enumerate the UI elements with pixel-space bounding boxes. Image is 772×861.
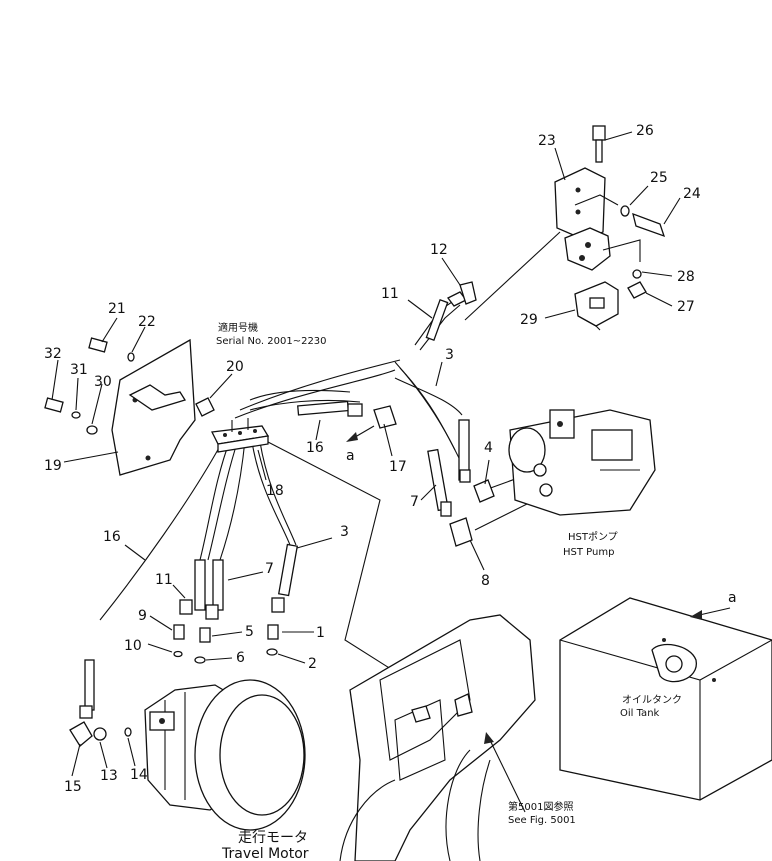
callout-2: 2 xyxy=(308,656,317,672)
callout-7a: 7 xyxy=(410,494,419,510)
text-labels: 適用号機 Serial No. 2001~2230 HSTポンプ HST Pum… xyxy=(216,321,737,861)
callout-4: 4 xyxy=(484,440,493,456)
serial-note-en: Serial No. 2001~2230 xyxy=(216,336,327,347)
callout-numbers: 26 23 25 24 12 28 11 27 21 29 22 32 3 20… xyxy=(44,123,701,795)
view-a-label-2: a xyxy=(728,590,737,606)
leader-lines xyxy=(51,131,681,777)
callout-16b: 16 xyxy=(103,529,121,545)
callout-24: 24 xyxy=(683,186,701,202)
callout-18: 18 xyxy=(266,483,284,499)
callout-9: 9 xyxy=(138,608,147,624)
callout-11a: 11 xyxy=(381,286,399,302)
callout-19: 19 xyxy=(44,458,62,474)
callout-27: 27 xyxy=(677,299,695,315)
cover-plate xyxy=(44,337,196,476)
serial-note-jp: 適用号機 xyxy=(218,321,258,334)
view-a-label-1: a xyxy=(346,448,355,464)
oil-tank xyxy=(559,597,772,801)
manifold-block xyxy=(195,397,270,453)
oil-tank-label-en: Oil Tank xyxy=(620,708,660,719)
callout-3b: 3 xyxy=(340,524,349,540)
callout-23: 23 xyxy=(538,133,556,149)
callout-25: 25 xyxy=(650,170,668,186)
callout-1: 1 xyxy=(316,625,325,641)
travel-motor-label-en: Travel Motor xyxy=(221,846,309,861)
hst-pump xyxy=(508,409,656,516)
oil-tank-label-jp: オイルタンク xyxy=(622,694,682,706)
callout-15: 15 xyxy=(64,779,82,795)
hose-fittings xyxy=(79,281,495,719)
travel-motor xyxy=(144,679,306,831)
reference-arrows xyxy=(346,425,731,813)
callout-28: 28 xyxy=(677,269,695,285)
callout-11b: 11 xyxy=(155,572,173,588)
callout-7b: 7 xyxy=(265,561,274,577)
callout-31: 31 xyxy=(70,362,88,378)
machine-frame xyxy=(339,614,536,861)
motor-adapters xyxy=(69,624,279,747)
hose-routing xyxy=(99,231,561,701)
callout-20: 20 xyxy=(226,359,244,375)
see-fig-label-en: See Fig. 5001 xyxy=(508,815,576,826)
see-fig-label-jp: 第5001図参照 xyxy=(508,800,573,813)
callout-30: 30 xyxy=(94,374,112,390)
callout-22: 22 xyxy=(138,314,156,330)
callout-13: 13 xyxy=(100,768,118,784)
callout-6: 6 xyxy=(236,650,245,666)
callout-14: 14 xyxy=(130,767,148,783)
callout-32: 32 xyxy=(44,346,62,362)
hst-pump-label-jp: HSTポンプ xyxy=(568,531,618,543)
callout-10: 10 xyxy=(124,638,142,654)
callout-26: 26 xyxy=(636,123,654,139)
callout-8: 8 xyxy=(481,573,490,589)
hst-pump-label-en: HST Pump xyxy=(563,547,614,558)
callout-29: 29 xyxy=(520,312,538,328)
callout-5: 5 xyxy=(245,624,254,640)
callout-3a: 3 xyxy=(445,347,454,363)
callout-16a: 16 xyxy=(306,440,324,456)
bracket-assembly xyxy=(554,125,666,331)
travel-motor-label-jp: 走行モータ xyxy=(238,830,308,846)
callout-17: 17 xyxy=(389,459,407,475)
callout-12: 12 xyxy=(430,242,448,258)
callout-21: 21 xyxy=(108,301,126,317)
